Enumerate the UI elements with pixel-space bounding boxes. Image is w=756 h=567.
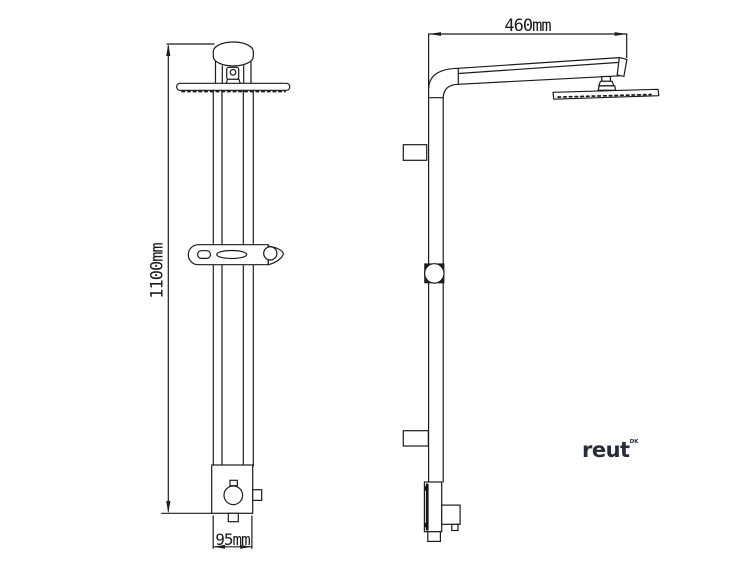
brand-logo: reutDK	[582, 438, 639, 462]
water-outlet	[441, 504, 461, 525]
wall-bracket-lower	[402, 430, 429, 447]
bottom-foot	[427, 531, 441, 543]
arrow-down-icon	[166, 501, 171, 514]
arrow-right-icon	[614, 32, 627, 36]
mixer-body-front	[211, 464, 263, 523]
mount-clip	[424, 486, 429, 491]
side-outlet-front	[252, 489, 263, 502]
shower-arm	[428, 56, 628, 99]
riser-pipe	[428, 33, 444, 483]
grip-slot	[216, 249, 248, 260]
side-view	[402, 32, 660, 543]
lock-button	[197, 250, 211, 259]
arm-end-cap	[616, 56, 628, 78]
height-dimension-label: 1100mm	[148, 243, 168, 299]
arm-length-dimension-label: 460mm	[504, 16, 551, 36]
elbow-inner-curve	[442, 83, 459, 99]
slide-rails	[212, 89, 254, 467]
wall-bracket-upper	[402, 144, 428, 161]
arm-crease	[457, 61, 619, 75]
elbow-outer-curve	[428, 67, 459, 89]
arrow-left-icon	[429, 32, 441, 36]
brand-logo-text: reut	[582, 438, 630, 462]
spray-nozzles-dots	[557, 93, 652, 98]
overhead-shower-front	[176, 82, 291, 93]
temperature-knob	[223, 485, 244, 506]
base-width-dimension	[212, 515, 253, 549]
ball-joint	[597, 75, 617, 91]
shower-head-connector	[225, 66, 242, 86]
base-width-dimension-label: 95mm	[215, 530, 250, 549]
arrow-up-icon	[166, 43, 171, 56]
height-dimension	[160, 43, 215, 514]
mount-clip	[424, 522, 429, 528]
brand-logo-mark: DK	[629, 439, 639, 445]
slider-bracket	[187, 244, 285, 266]
arm-length-dimension	[428, 32, 628, 59]
outlet-nipple	[451, 523, 459, 532]
bottom-outlet-front	[227, 512, 239, 523]
slider-knob-side	[423, 263, 445, 284]
front-view	[160, 41, 291, 549]
mixer-body-side	[423, 481, 461, 543]
top-cap	[212, 41, 254, 85]
overhead-shower-side	[552, 88, 660, 100]
arrow-right-icon	[240, 544, 252, 549]
arrow-left-icon	[213, 544, 225, 549]
